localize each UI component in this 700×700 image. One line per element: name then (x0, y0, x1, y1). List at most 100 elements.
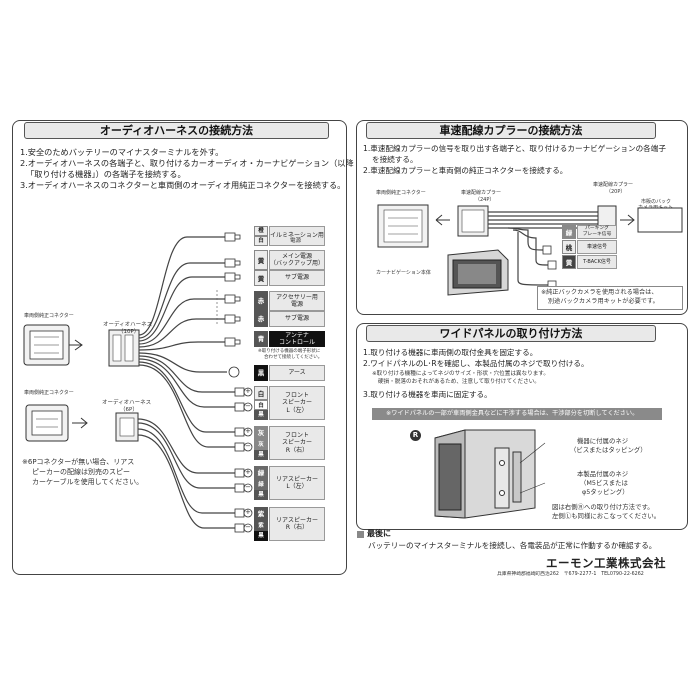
wire-color-front-r-minus-2: 黒 (254, 450, 268, 460)
speed-step-2: 2.車速配線カプラーと車両側の純正コネクターを接続する。 (363, 166, 568, 175)
label-ground: アース (269, 365, 325, 381)
harness-10p-label: オーディオハーネス (103, 322, 153, 328)
plus-sign: + (245, 468, 251, 476)
wire-color-front-l-plus: 白 (254, 386, 268, 400)
vehicle-connector-6p-drawing (25, 404, 88, 442)
speed-coupler-title: 車速配線カプラーの接続方法 (366, 122, 656, 139)
product-screw-label-1: 本製品付属のネジ (577, 470, 629, 478)
final-square-icon (357, 531, 364, 538)
wire-color-illumination-2: 白 (254, 236, 268, 246)
signal-color-parking: 緑 (562, 225, 576, 239)
harness-wiring-diagram (23, 232, 253, 533)
coupler-20p-label: 車速配線カプラー (593, 182, 634, 188)
speed-note-2: 別途バックカメラ用キットが必要です。 (548, 298, 659, 305)
wire-color-front-l-minus-2: 黒 (254, 410, 268, 420)
wire-color-ground: 黒 (254, 365, 268, 381)
harness-6p-pins: （6P） (120, 407, 138, 413)
mark-r-badge: R (410, 430, 421, 441)
wide-step-3: 3.取り付ける機器を車両に固定する。 (363, 390, 492, 399)
minus-sign: − (245, 442, 251, 450)
audio-step-2b: 「取り付ける機器」）の各端子を接続する。 (26, 169, 186, 179)
navi-body-label: カーナビゲーション本体 (376, 270, 431, 276)
coupler-24p-label: 車速配線カプラー (461, 190, 502, 196)
device-screw-label-2: （ビスまたはタッピング） (570, 446, 647, 454)
device-screw-label-1: 機器に付属のネジ (577, 437, 629, 445)
navi-body-drawing (447, 249, 509, 296)
antenna-note-1: ※取り付ける機器の端子形状に (258, 349, 321, 354)
speaker-terminals (234, 387, 253, 533)
wire-color-rear-l-plus: 緑 (254, 466, 268, 480)
speed-note-box (537, 286, 683, 310)
wire-color-rear-r-plus: 紫 (254, 507, 268, 521)
wide-panel-title: ワイドパネルの取り付け方法 (366, 325, 656, 342)
wide-panel-drawing (434, 429, 546, 519)
harness-10p-pins: （10P） (118, 329, 140, 335)
plus-sign: + (245, 508, 251, 516)
terminal-plugs (224, 232, 241, 378)
wires-10p (138, 236, 237, 448)
plus-sign: + (245, 427, 251, 435)
six-pin-note-2: ピーカーの配線は別売のスピー (32, 468, 130, 476)
six-pin-note-3: カーケーブルを使用してください。 (32, 478, 144, 486)
camera-kit-label-1: 市販のバック (641, 199, 672, 205)
speed-step-1b: を接続する。 (372, 155, 418, 164)
label-illumination: イルミネーション用 (269, 226, 325, 246)
wide-step-1: 1.取り付ける機器に車両側の取付金具を固定する。 (363, 348, 538, 357)
final-text: バッテリーのマイナスターミナルを接続し、各電装品が正常に作動するか確認する。 (368, 541, 657, 550)
speed-coupler-diagram (377, 204, 683, 296)
wire-color-main-power: 黄 (254, 250, 268, 270)
wire-color-illumination-1: 橙 (254, 226, 268, 236)
minus-sign: − (245, 483, 251, 491)
label-antenna-control: アンテナコントロール (269, 331, 325, 347)
wire-color-rear-l-minus-2: 黒 (254, 490, 268, 500)
minus-sign: − (245, 402, 251, 410)
speed-note-1: ※純正バックカメラを使用される場合は、 (541, 289, 658, 296)
audio-step-3: 3.オーディオハーネスのコネクターと車両側のオーディオ用純正コネクターを接続する… (20, 180, 346, 190)
audio-step-2: 2.オーディオハーネスの各端子と、取り付けるカーオーディオ・カーナビゲーション（… (20, 158, 354, 168)
vehicle-connector-6p-label: 車両側純正コネクター (24, 390, 74, 396)
plus-sign: + (245, 387, 251, 395)
wire-color-front-r-minus-1: 灰 (254, 440, 268, 450)
final-heading: 最後に (367, 529, 391, 538)
signal-color-tback: 黄 (562, 255, 576, 269)
harness-connector-6p-drawing (115, 412, 139, 442)
audio-step-1: 1.安全のためバッテリーのマイナスターミナルを外す。 (20, 147, 224, 157)
wire-color-rear-r-minus-1: 紫 (254, 521, 268, 531)
wire-color-front-r-plus: 灰 (254, 426, 268, 440)
coupler-24p-pins: （24P） (475, 197, 495, 203)
signal-parking-brake: パーキングブレーキ信号 (577, 225, 617, 239)
speed-step-1: 1.車速配線カプラーの信号を取り出す各端子と、取り付けるカーナビゲーションの各端… (363, 144, 666, 153)
signal-tback: T-BACK信号 (577, 255, 617, 269)
wire-color-rear-l-minus-1: 緑 (254, 480, 268, 490)
six-pin-note-1: ※6Pコネクターが無い場合、リアス (22, 458, 135, 466)
coupler-20p-pins: （20P） (606, 189, 626, 195)
product-screw-label-3: φ5タッピング） (582, 488, 629, 496)
vehicle-connector-10p-drawing (23, 324, 83, 366)
wire-color-sub-power-2: 赤 (254, 311, 268, 327)
wire-color-antenna: 青 (254, 331, 268, 347)
wire-color-accessory: 赤 (254, 291, 268, 311)
signal-speed: 車速信号 (577, 240, 617, 254)
wire-color-sub-power-1: 黄 (254, 270, 268, 286)
product-screw-label-2: （M5ビスまたは (580, 479, 628, 487)
harness-6p-label: オーディオハーネス (102, 400, 152, 406)
wires-6p (137, 418, 237, 529)
figure-note-1: 図は右側Ⓡへの取り付け方法です。 (552, 503, 654, 511)
wide-subnote-1: ※取り付ける機種によってネジのサイズ・形状・穴位置は異なります。 (372, 371, 549, 377)
wide-step-2: 2.ワイドパネルのL･Rを確認し、本製品付属のネジで取り付ける。 (363, 359, 589, 368)
antenna-note-2: 合わせて接続してください。 (264, 355, 323, 360)
audio-harness-title: オーディオハーネスの接続方法 (24, 122, 329, 139)
figure-note-2: 左側Ⓛも同様におこなってください。 (552, 512, 661, 520)
speed-vehicle-connector-label: 車両側純正コネクター (376, 190, 426, 196)
wide-subnote-2: 硬損・脱落のおそれがあるため、注意して取り付けてください。 (378, 379, 540, 385)
company-name: エーモン工業株式会社 (546, 556, 666, 570)
label-illumination-2: 電源 (290, 238, 302, 244)
wide-warning-bar: ※ワイドパネルの一部が車両側金具などに干渉する場合は、干渉部分を切断してください… (372, 408, 662, 420)
harness-connector-10p-drawing (108, 329, 140, 367)
label-accessory: アクセサリー用電源 (269, 291, 325, 311)
label-main-power: メイン電源（バックアップ用） (269, 250, 325, 270)
